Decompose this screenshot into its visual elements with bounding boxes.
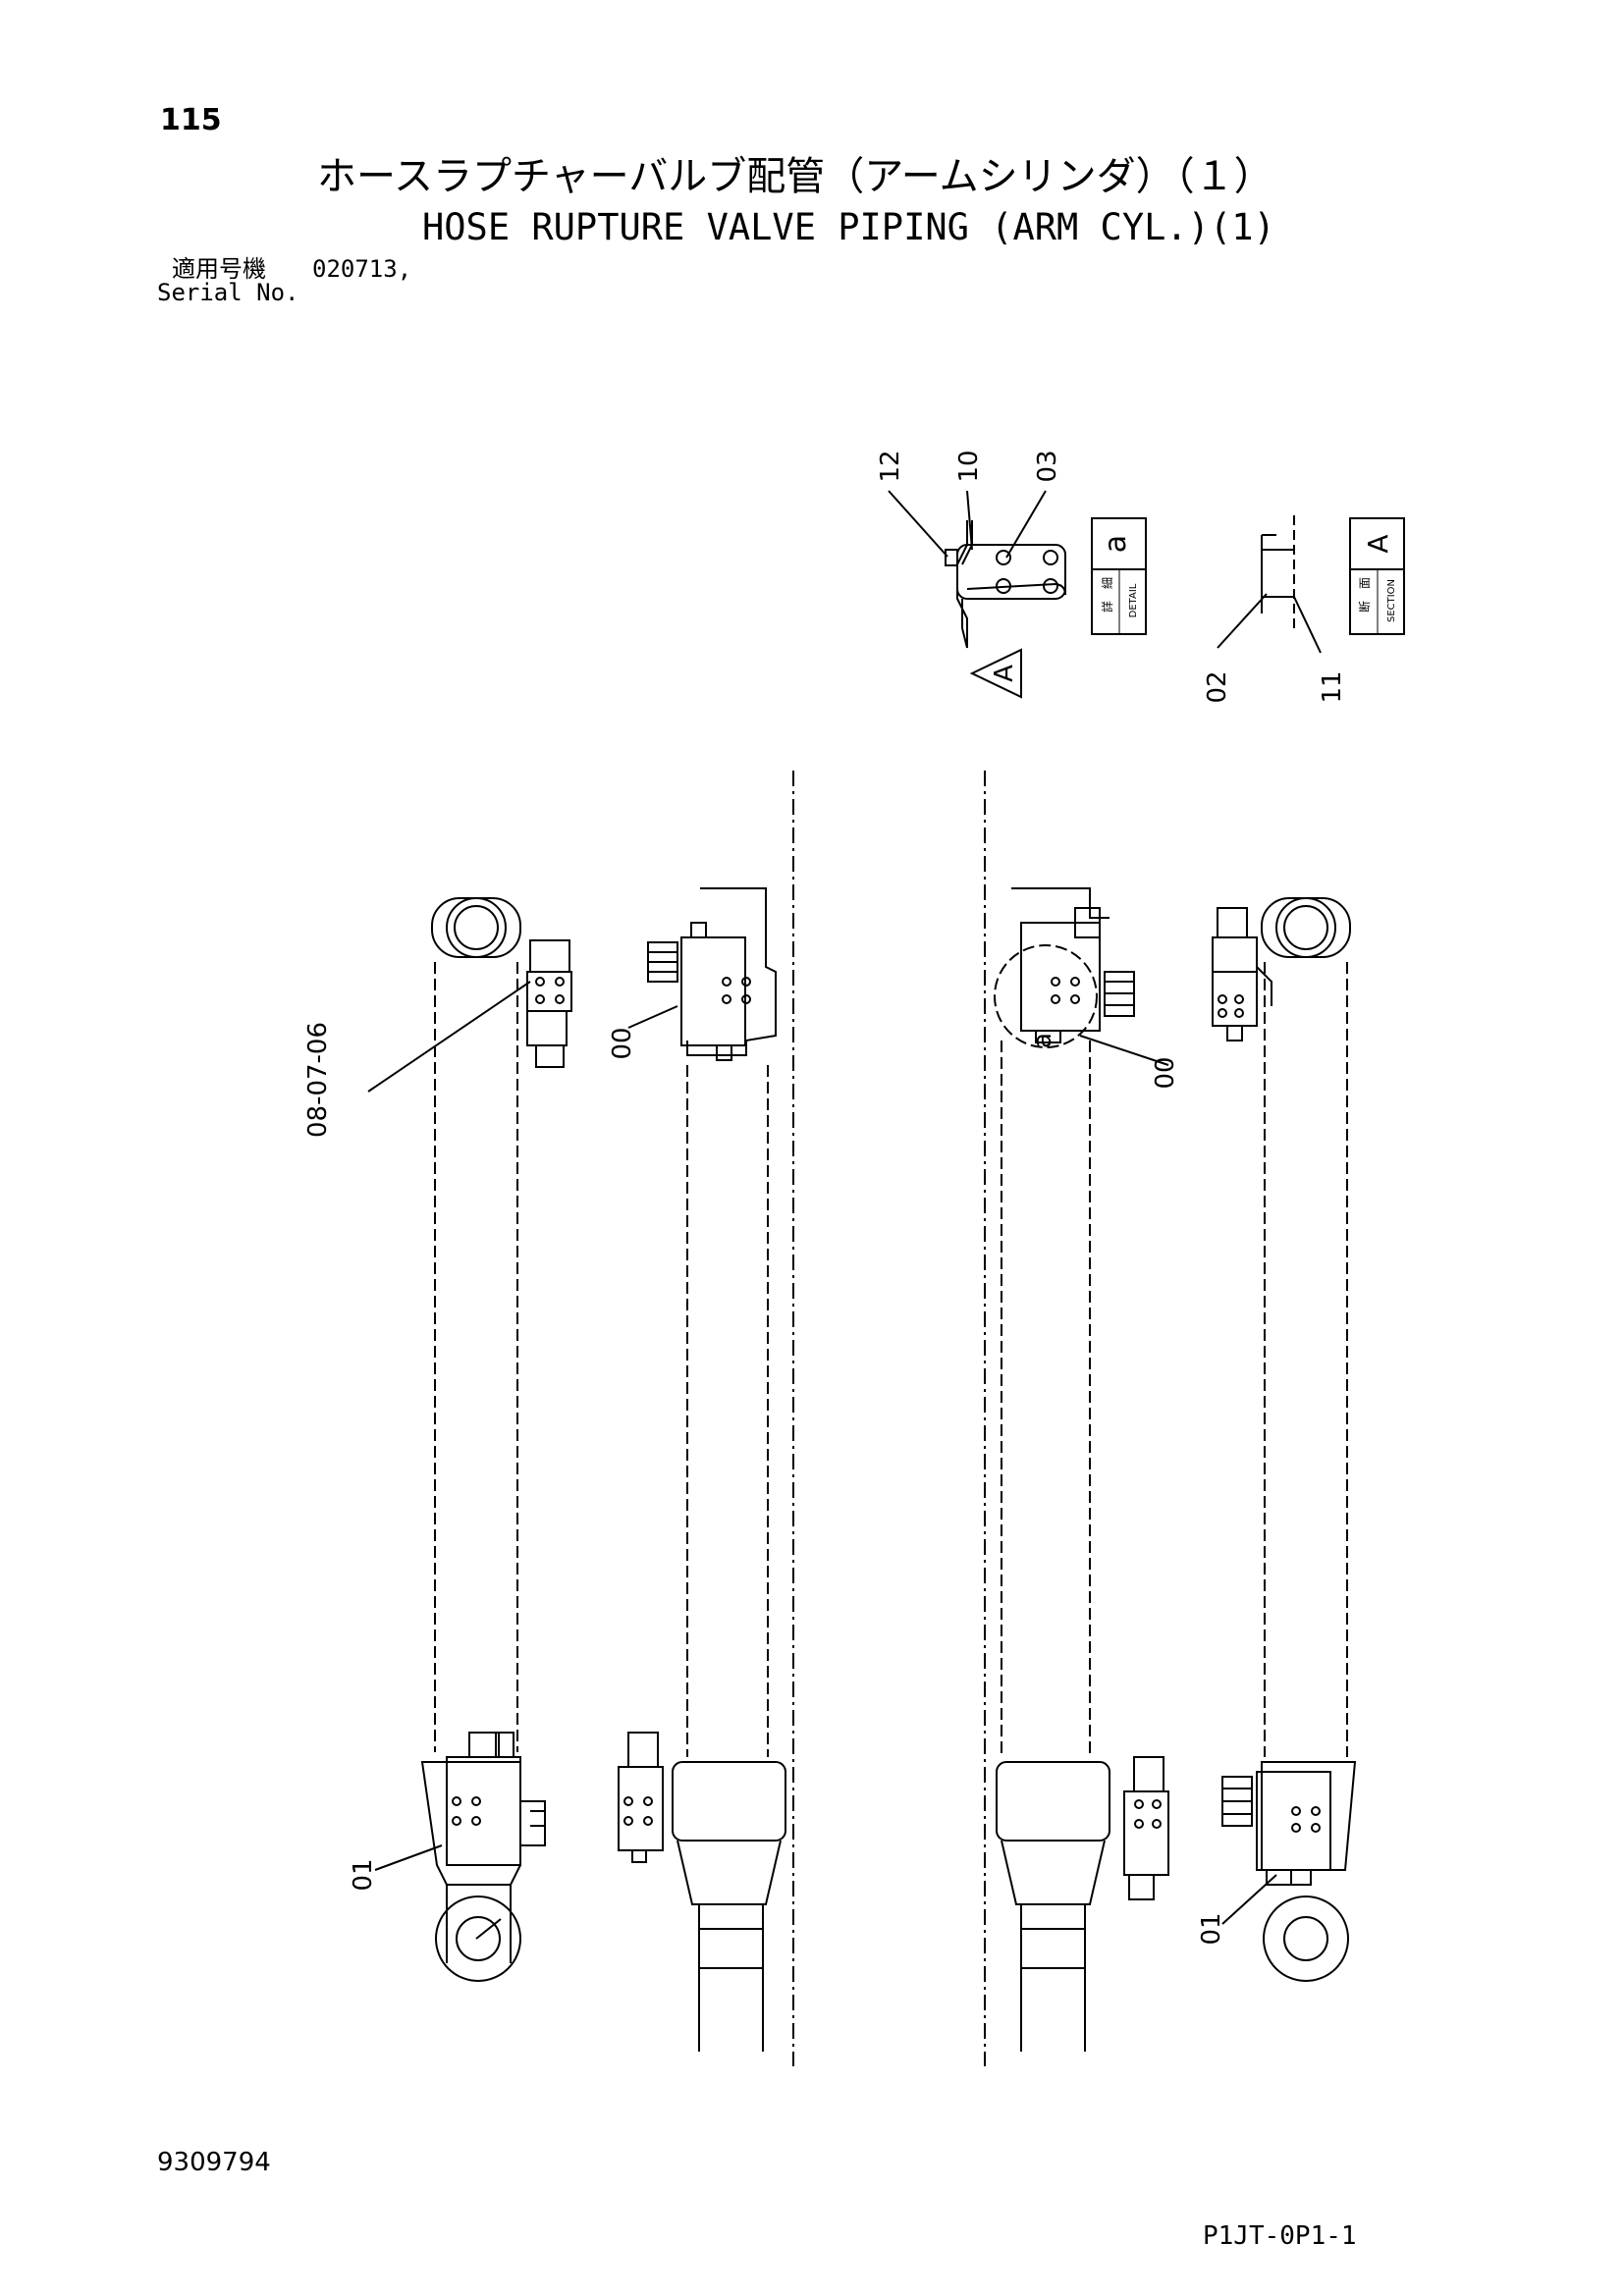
detail-letter: a <box>1099 535 1133 553</box>
serial-number-value: 020713, <box>312 255 412 283</box>
detail-label-jp-2: 細 <box>1101 577 1114 589</box>
callout-10: 10 <box>954 450 984 482</box>
page-title-english: HOSE RUPTURE VALVE PIPING (ARM CYL.)(1) <box>422 206 1275 248</box>
serial-label-japanese: 適用号機 <box>172 255 266 283</box>
cylinder-3 <box>994 887 1169 2052</box>
cylinder-1 <box>367 897 572 1982</box>
page-number: 115 <box>160 103 222 137</box>
detail-label-box: a 詳 細 DETAIL <box>1091 517 1147 635</box>
document-number: 9309794 <box>157 2148 271 2177</box>
callout-02: 02 <box>1203 670 1232 703</box>
callout-detail-a-ref: a <box>1028 1033 1057 1048</box>
callout-01-left: 01 <box>349 1858 378 1891</box>
callout-11: 11 <box>1318 670 1347 703</box>
section-a-view <box>1217 515 1322 654</box>
section-label-jp-1: 断 <box>1357 601 1372 613</box>
section-label-box: A 断 面 SECTION <box>1349 517 1405 635</box>
callout-03: 03 <box>1033 450 1062 482</box>
section-letter: A <box>1362 534 1394 553</box>
detail-a-view <box>888 490 1066 699</box>
section-label-en: SECTION <box>1386 579 1397 622</box>
cylinder-4 <box>1212 897 1357 1982</box>
detail-label-en: DETAIL <box>1128 583 1139 617</box>
detail-label-jp-1: 詳 <box>1100 601 1114 613</box>
callout-00-left: 00 <box>608 1027 637 1059</box>
callout-12: 12 <box>876 450 905 482</box>
page-title-japanese: ホースラプチャーバルブ配管（アームシリンダ）（１） <box>317 154 1273 199</box>
serial-label-english: Serial No. <box>157 279 299 306</box>
section-arrow-letter: A <box>990 665 1019 682</box>
callout-00-right: 00 <box>1151 1056 1180 1089</box>
cylinder-2 <box>618 887 786 2052</box>
drawing-code: P1JT-0P1-1 <box>1203 2221 1357 2251</box>
callout-01-right: 01 <box>1197 1912 1226 1945</box>
section-label-jp-2: 面 <box>1358 577 1372 589</box>
callout-08-07-06: 08-07-06 <box>303 1022 333 1138</box>
